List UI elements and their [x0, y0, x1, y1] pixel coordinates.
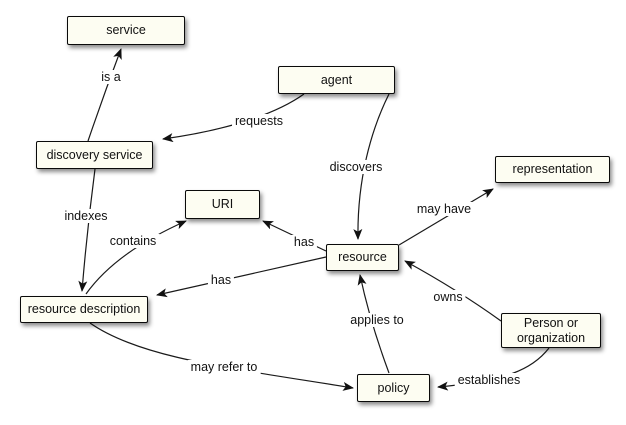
node-discovery-service: discovery service [36, 141, 153, 169]
edge-indexes-arrow [78, 168, 96, 292]
edge-discovers-arrow [353, 93, 390, 240]
node-agent: agent [278, 66, 395, 94]
edge-may-refer-to-arrow [89, 322, 354, 391]
edge-label-requests: requests [232, 114, 286, 128]
node-policy: policy [357, 374, 430, 402]
edge-has-description-arrow [156, 256, 327, 298]
edge-label-may-have: may have [413, 202, 475, 216]
edge-label-discovers: discovers [326, 160, 386, 174]
node-service: service [67, 16, 185, 45]
node-person-or-organization: Person or organization [501, 313, 601, 348]
edge-label-owns: owns [430, 290, 466, 304]
node-uri: URI [185, 190, 260, 219]
edge-label-establishes: establishes [454, 373, 524, 387]
edge-contains-arrow [85, 220, 187, 295]
edge-label-may-refer-to: may refer to [187, 360, 261, 374]
edge-is-a-arrow [87, 48, 122, 142]
edge-label-has-description: has [207, 273, 235, 287]
edge-label-applies-to: applies to [347, 313, 407, 327]
node-representation: representation [495, 156, 610, 183]
edge-may-have-arrow [398, 188, 494, 246]
edge-label-contains: contains [106, 234, 160, 248]
edge-label-indexes: indexes [61, 209, 111, 223]
edge-label-has-uri: has [290, 235, 318, 249]
node-resource: resource [326, 244, 399, 271]
node-resource-description: resource description [20, 296, 148, 323]
edge-label-is-a: is a [98, 70, 124, 84]
